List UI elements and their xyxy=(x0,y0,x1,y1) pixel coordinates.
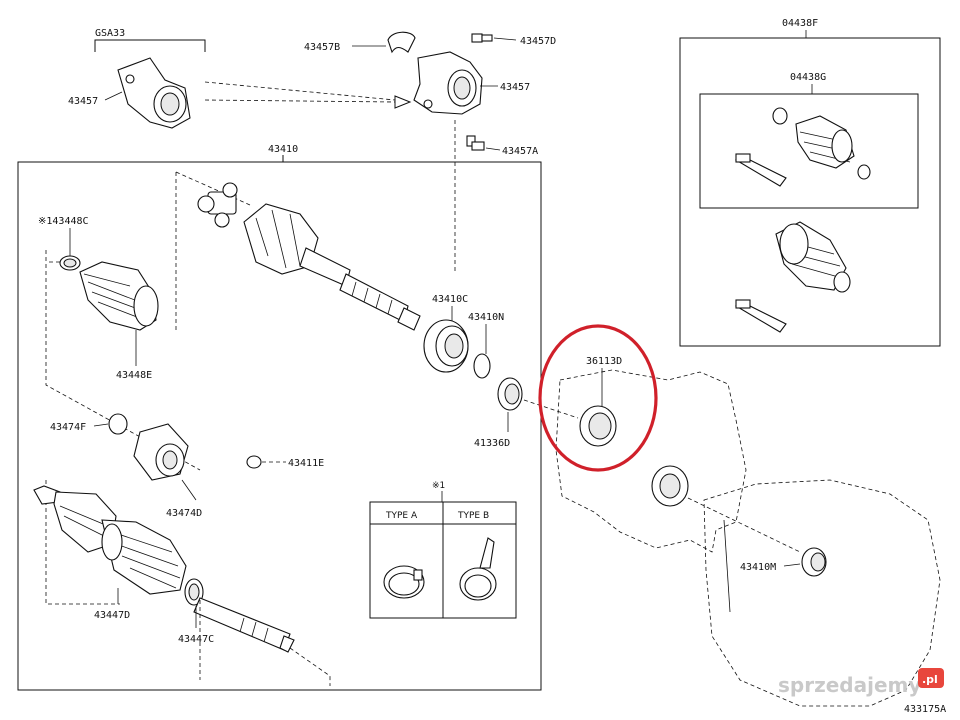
bearing-bracket-center xyxy=(413,51,483,115)
boot-kit-upper: ※143448C 43448E xyxy=(38,216,201,471)
label-36113d: 36113D xyxy=(586,356,622,367)
label-43410: 43410 xyxy=(268,144,298,155)
clamp-type-b-icon xyxy=(459,537,497,601)
watermark-text: sprzedajemy xyxy=(778,673,921,697)
boot-43447d xyxy=(101,519,187,595)
clamp-type-a-icon xyxy=(383,565,425,599)
bolt-43457d xyxy=(471,33,493,43)
label-43457b: 43457B xyxy=(304,42,340,53)
snap-ring-43411e xyxy=(246,455,262,469)
intermediate-shaft xyxy=(339,273,421,331)
label-43457a: 43457A xyxy=(502,146,538,157)
arrow-head xyxy=(394,95,412,109)
label-43448c: ※143448C xyxy=(38,216,89,227)
damper-43474d xyxy=(133,423,189,481)
kit-boot-upper xyxy=(795,115,855,169)
kit-boot-lower xyxy=(775,221,851,293)
outer-race-housing xyxy=(243,203,351,287)
driveshaft-assembly-box: 43410 xyxy=(17,144,542,691)
bearing-bracket-left xyxy=(117,57,191,129)
outer-shaft xyxy=(193,597,295,653)
label-43410m: 43410M xyxy=(740,562,776,573)
clip-43457b xyxy=(387,31,416,54)
boot-43448e xyxy=(79,261,159,331)
inner-cv-joint xyxy=(175,171,421,331)
label-43411e: 43411E xyxy=(288,458,324,469)
center-bracket-group: 43457B 43457D 43457 43457A xyxy=(304,31,556,272)
seal-43410m xyxy=(801,547,827,577)
label-43448e: 43448E xyxy=(116,370,152,381)
snap-ring-43410n xyxy=(473,353,491,379)
tripod-spider xyxy=(197,182,238,228)
outer-joint-43447d xyxy=(33,485,117,553)
label-41336d: 41336D xyxy=(474,438,510,449)
label-43474d: 43474D xyxy=(166,508,202,519)
transaxle-case: 43410M xyxy=(555,369,941,707)
label-43447d: 43447D xyxy=(94,610,130,621)
watermark-suffix: .pl xyxy=(922,673,938,686)
kit-grease-upper xyxy=(734,153,787,187)
clamp-type-box: ※1 TYPE A TYPE B xyxy=(369,481,517,619)
label-note-mark: ※1 xyxy=(432,481,445,491)
seal-36113d xyxy=(579,405,617,447)
label-04438g: 04438G xyxy=(790,72,826,83)
label-43457-left: 43457 xyxy=(68,96,98,107)
label-43457d: 43457D xyxy=(520,36,556,47)
label-43410c: 43410C xyxy=(432,294,468,305)
watermark: sprzedajemy .pl xyxy=(778,668,944,697)
damper-group: 43474F 43474D 43411E xyxy=(50,413,324,519)
label-type-a: TYPE A xyxy=(385,511,418,521)
watermark-badge xyxy=(918,668,944,688)
label-gsa33: GSA33 xyxy=(95,28,125,39)
kit-grease-lower xyxy=(734,299,787,333)
label-43410n: 43410N xyxy=(468,312,504,323)
clamp-43474f xyxy=(108,413,128,435)
kit-clamp-small xyxy=(772,107,788,125)
label-figure-code: 433175A xyxy=(904,704,946,715)
gsa33-bracket-group: GSA33 43457 xyxy=(68,28,412,129)
highlight-circle xyxy=(538,324,658,472)
bearing-43410c-group: 43410C 43410N 41336D xyxy=(423,294,579,449)
seal-36113d-group: 36113D xyxy=(538,324,658,472)
label-type-b: TYPE B xyxy=(457,511,489,521)
label-43457: 43457 xyxy=(500,82,530,93)
label-43474f: 43474F xyxy=(50,422,86,433)
boot-kit-box: 04438F 04438G xyxy=(679,18,941,347)
bolt-43457a xyxy=(466,135,485,151)
outer-cv-joint: 43447D 43447C xyxy=(33,480,331,686)
kit-clamp-large xyxy=(857,164,871,180)
label-04438f: 04438F xyxy=(782,18,818,29)
label-43447c: 43447C xyxy=(178,634,214,645)
